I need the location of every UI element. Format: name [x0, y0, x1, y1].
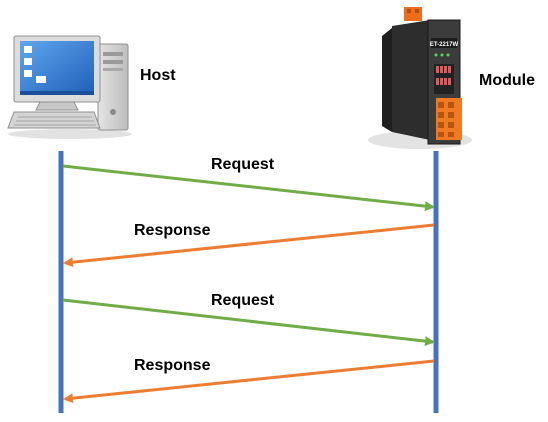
response-arrow-1: [63, 223, 435, 268]
response-label-1: Response: [134, 222, 211, 239]
response-label-2: Response: [134, 357, 211, 374]
module-label: Module: [479, 72, 535, 89]
response-arrow-2: [63, 359, 435, 404]
request-label-2: Request: [211, 292, 275, 309]
host-label: Host: [140, 67, 176, 84]
desktop-computer-icon: [7, 35, 132, 139]
module-model-text: ET-2217W: [430, 42, 459, 48]
request-label-1: Request: [211, 156, 275, 173]
request-arrow-2: [62, 298, 435, 347]
din-rail-io-module-icon: ET-2217W: [368, 7, 472, 149]
request-arrow-1: [62, 164, 435, 212]
